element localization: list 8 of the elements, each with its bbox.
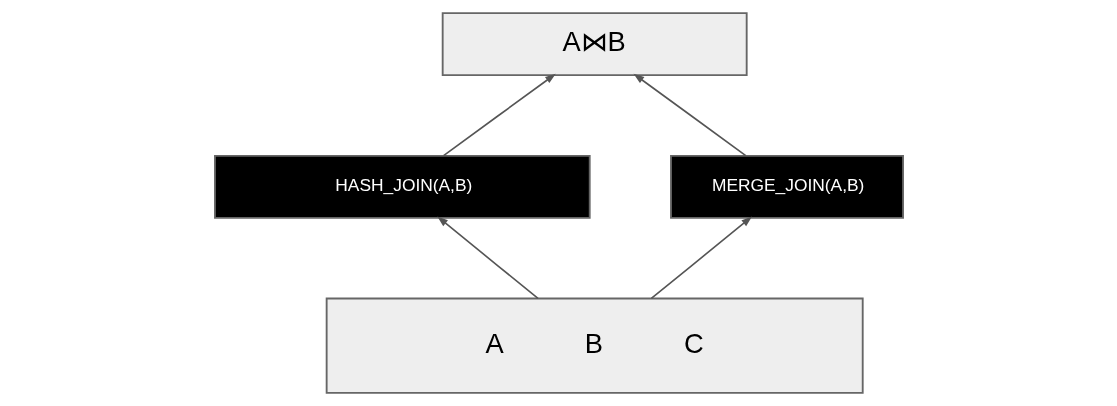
node-box: A B C [325, 297, 864, 394]
arrow [633, 73, 747, 157]
node-box: MERGE_JOIN(A,B) [669, 154, 904, 219]
arrow [650, 216, 752, 300]
arrow [442, 73, 556, 157]
node-box: A⋈B [441, 12, 748, 77]
arrow [436, 216, 539, 300]
node-box: HASH_JOIN(A,B) [213, 154, 591, 219]
